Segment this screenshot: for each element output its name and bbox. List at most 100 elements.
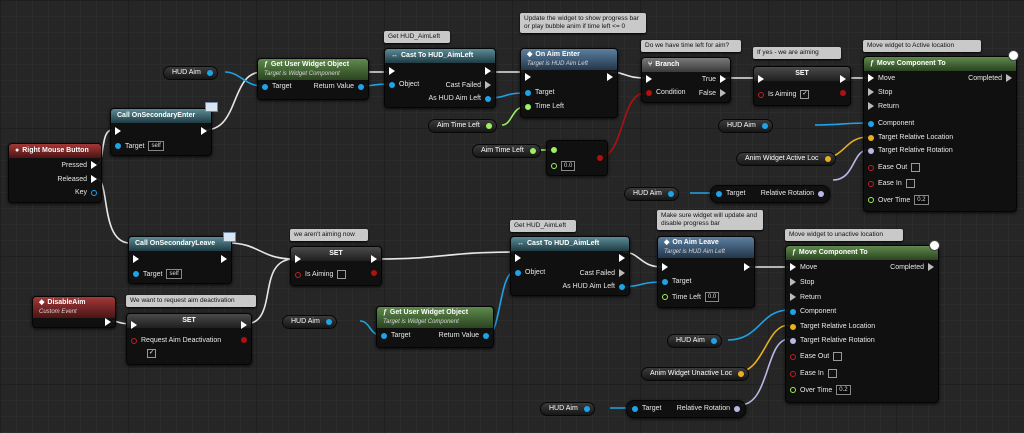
compare-result-pin[interactable] [597, 155, 603, 161]
compare-value-field[interactable]: 0.0 [561, 161, 576, 171]
right-mouse-button-node[interactable]: ●Right Mouse Button Pressed Released Key [8, 143, 102, 203]
aim-time-left-var-1[interactable]: Aim Time Left [428, 119, 497, 133]
relative-rotation-bottom-node[interactable]: Target Relative Rotation [626, 400, 746, 418]
aim-leave-exec-out[interactable] [744, 263, 750, 271]
move-bottom-completed-pin[interactable]: Completed [890, 263, 934, 271]
rot-bottom-target-pin[interactable]: Target [632, 405, 661, 412]
aim-enter-time-left-pin[interactable]: Time Left [525, 103, 564, 110]
set-is-aiming-top[interactable]: SET Is Aiming✓ [753, 66, 851, 106]
compare-b-pin[interactable]: 0.0 [551, 161, 576, 171]
branch-false-pin[interactable]: False [699, 89, 726, 97]
set-top-is-aiming-pin[interactable]: Is Aiming✓ [758, 90, 810, 99]
move-bottom-rotation-pin[interactable]: Target Relative Rotation [790, 337, 875, 344]
branch-exec-in[interactable] [646, 75, 652, 83]
hud-aim-var-4[interactable]: HUD Aim [282, 315, 337, 329]
rmb-key-pin[interactable]: Key [75, 189, 97, 196]
aim-leave-target-pin[interactable]: Target [662, 278, 691, 285]
branch-node[interactable]: ⑂Branch True Condition False [641, 57, 731, 103]
aim-leave-time-left-field[interactable]: 0.0 [704, 292, 720, 302]
move-top-rotation-pin[interactable]: Target Relative Rotation [868, 147, 953, 154]
move-bottom-ease-in-pin[interactable]: Ease In [790, 369, 837, 378]
set-bottom-exec-out[interactable] [241, 321, 247, 329]
cast-top-object-pin[interactable]: Object [389, 81, 419, 88]
disable-aim-exec-out[interactable] [105, 318, 111, 326]
move-top-stop-pin[interactable]: Stop [868, 88, 892, 96]
set-mid-exec-out[interactable] [371, 255, 377, 263]
anim-widget-unactive-loc-var[interactable]: Anim Widget Unactive Loc [641, 367, 750, 381]
aim-enter-exec-in[interactable] [525, 73, 531, 81]
set-top-checkbox[interactable]: ✓ [800, 90, 810, 99]
aim-enter-target-pin[interactable]: Target [525, 89, 554, 96]
branch-true-pin[interactable]: True [702, 75, 726, 83]
move-top-return-pin[interactable]: Return [868, 102, 899, 110]
rmb-released-pin[interactable]: Released [57, 175, 97, 183]
set-request-aim-deactivation[interactable]: SET Request Aim Deactivation ✓ [126, 313, 252, 365]
move-bottom-ease-in-checkbox[interactable] [827, 369, 837, 378]
move-bottom-ease-out-pin[interactable]: Ease Out [790, 352, 843, 361]
cast-top-as-pin[interactable]: As HUD Aim Left [428, 95, 491, 102]
get-widget-bottom-target[interactable]: Target [381, 332, 410, 339]
hud-aim-var-5[interactable]: HUD Aim [667, 334, 722, 348]
call-enter-exec-in[interactable] [115, 127, 121, 135]
cast-top-failed-pin[interactable]: Cast Failed [446, 81, 491, 89]
cast-top-exec-in[interactable] [389, 67, 395, 75]
cast-to-hud-aimleft-top[interactable]: ↔Cast To HUD_AimLeft Object Cast Failed … [384, 48, 496, 108]
move-top-completed-pin[interactable]: Completed [968, 74, 1012, 82]
get-widget-bottom-return[interactable]: Return Value [439, 332, 489, 339]
move-bottom-component-pin[interactable]: Component [790, 308, 836, 315]
rot-bottom-rotation-pin[interactable]: Relative Rotation [677, 405, 740, 412]
cast-bottom-failed-pin[interactable]: Cast Failed [580, 269, 625, 277]
anim-widget-active-loc-var[interactable]: Anim Widget Active Loc [736, 152, 836, 166]
cast-bottom-object-pin[interactable]: Object [515, 269, 545, 276]
hud-aim-var-1[interactable]: HUD Aim [163, 66, 218, 80]
set-bottom-checkbox[interactable]: ✓ [147, 349, 156, 358]
move-top-ease-in-checkbox[interactable] [905, 179, 915, 188]
rot-top-target-pin[interactable]: Target [716, 190, 745, 197]
move-top-move-pin[interactable]: Move [868, 74, 895, 82]
cast-to-hud-aimleft-bottom[interactable]: ↔Cast To HUD_AimLeft Object Cast Failed … [510, 236, 630, 296]
move-top-ease-out-pin[interactable]: Ease Out [868, 163, 921, 172]
move-bottom-ease-out-checkbox[interactable] [833, 352, 843, 361]
branch-condition-pin[interactable]: Condition [646, 89, 686, 96]
set-mid-is-aiming-pin[interactable]: Is Aiming [295, 270, 347, 279]
move-bottom-stop-pin[interactable]: Stop [790, 278, 814, 286]
get-widget-top-return[interactable]: Return Value [314, 83, 364, 90]
call-leave-exec-in[interactable] [133, 255, 139, 263]
get-widget-top-target[interactable]: Target [262, 83, 291, 90]
set-bottom-out-pin[interactable] [241, 337, 247, 343]
cast-bottom-exec-in[interactable] [515, 254, 521, 262]
hud-aim-var-2[interactable]: HUD Aim [718, 119, 773, 133]
call-leave-exec-out[interactable] [221, 255, 227, 263]
move-bottom-over-time-field[interactable]: 0.2 [836, 385, 851, 395]
move-bottom-location-pin[interactable]: Target Relative Location [790, 323, 875, 330]
move-top-component-pin[interactable]: Component [868, 120, 914, 127]
rot-top-rotation-pin[interactable]: Relative Rotation [761, 190, 824, 197]
set-bottom-request-pin[interactable]: Request Aim Deactivation [131, 337, 221, 344]
move-top-ease-in-pin[interactable]: Ease In [868, 179, 915, 188]
relative-rotation-top-node[interactable]: Target Relative Rotation [710, 185, 830, 203]
set-top-exec-out[interactable] [840, 75, 846, 83]
cast-top-exec-out[interactable] [485, 67, 491, 75]
aim-enter-exec-out[interactable] [607, 73, 613, 81]
move-bottom-return-pin[interactable]: Return [790, 293, 821, 301]
cast-bottom-as-pin[interactable]: As HUD Aim Left [562, 283, 625, 290]
set-bottom-exec-in[interactable] [131, 321, 137, 329]
hud-aim-var-6[interactable]: HUD Aim [540, 402, 595, 416]
rmb-pressed-pin[interactable]: Pressed [61, 161, 97, 169]
move-bottom-move-pin[interactable]: Move [790, 263, 817, 271]
aim-time-left-var-2[interactable]: Aim Time Left [472, 144, 541, 158]
move-top-over-time-field[interactable]: 0.2 [914, 195, 929, 205]
call-enter-self-field[interactable]: self [148, 141, 164, 151]
set-top-exec-in[interactable] [758, 75, 764, 83]
